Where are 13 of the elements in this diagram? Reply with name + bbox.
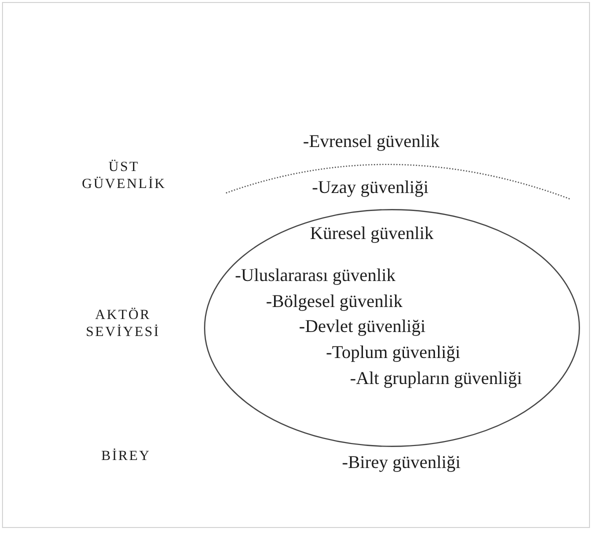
level-label: BİREY	[100, 449, 152, 466]
level-label: ÜST GÜVENLİK	[80, 160, 168, 194]
level-ellipse	[204, 209, 580, 447]
security-item: -Uzay güvenliği	[312, 177, 428, 199]
heading-text: Küresel güvenlik	[310, 223, 434, 245]
list-item: -Uluslararası güvenlik	[235, 265, 396, 287]
list-item: -Alt grupların güvenliği	[350, 368, 522, 390]
security-item: -Birey güvenliği	[342, 452, 460, 474]
security-item: -Evrensel güvenlik	[303, 131, 440, 153]
list-item: -Toplum güvenliği	[326, 342, 460, 364]
level-label: AKTÖR SEVİYESİ	[84, 308, 162, 342]
list-item: -Bölgesel güvenlik	[266, 291, 402, 313]
list-item: -Devlet güvenliği	[299, 316, 426, 338]
